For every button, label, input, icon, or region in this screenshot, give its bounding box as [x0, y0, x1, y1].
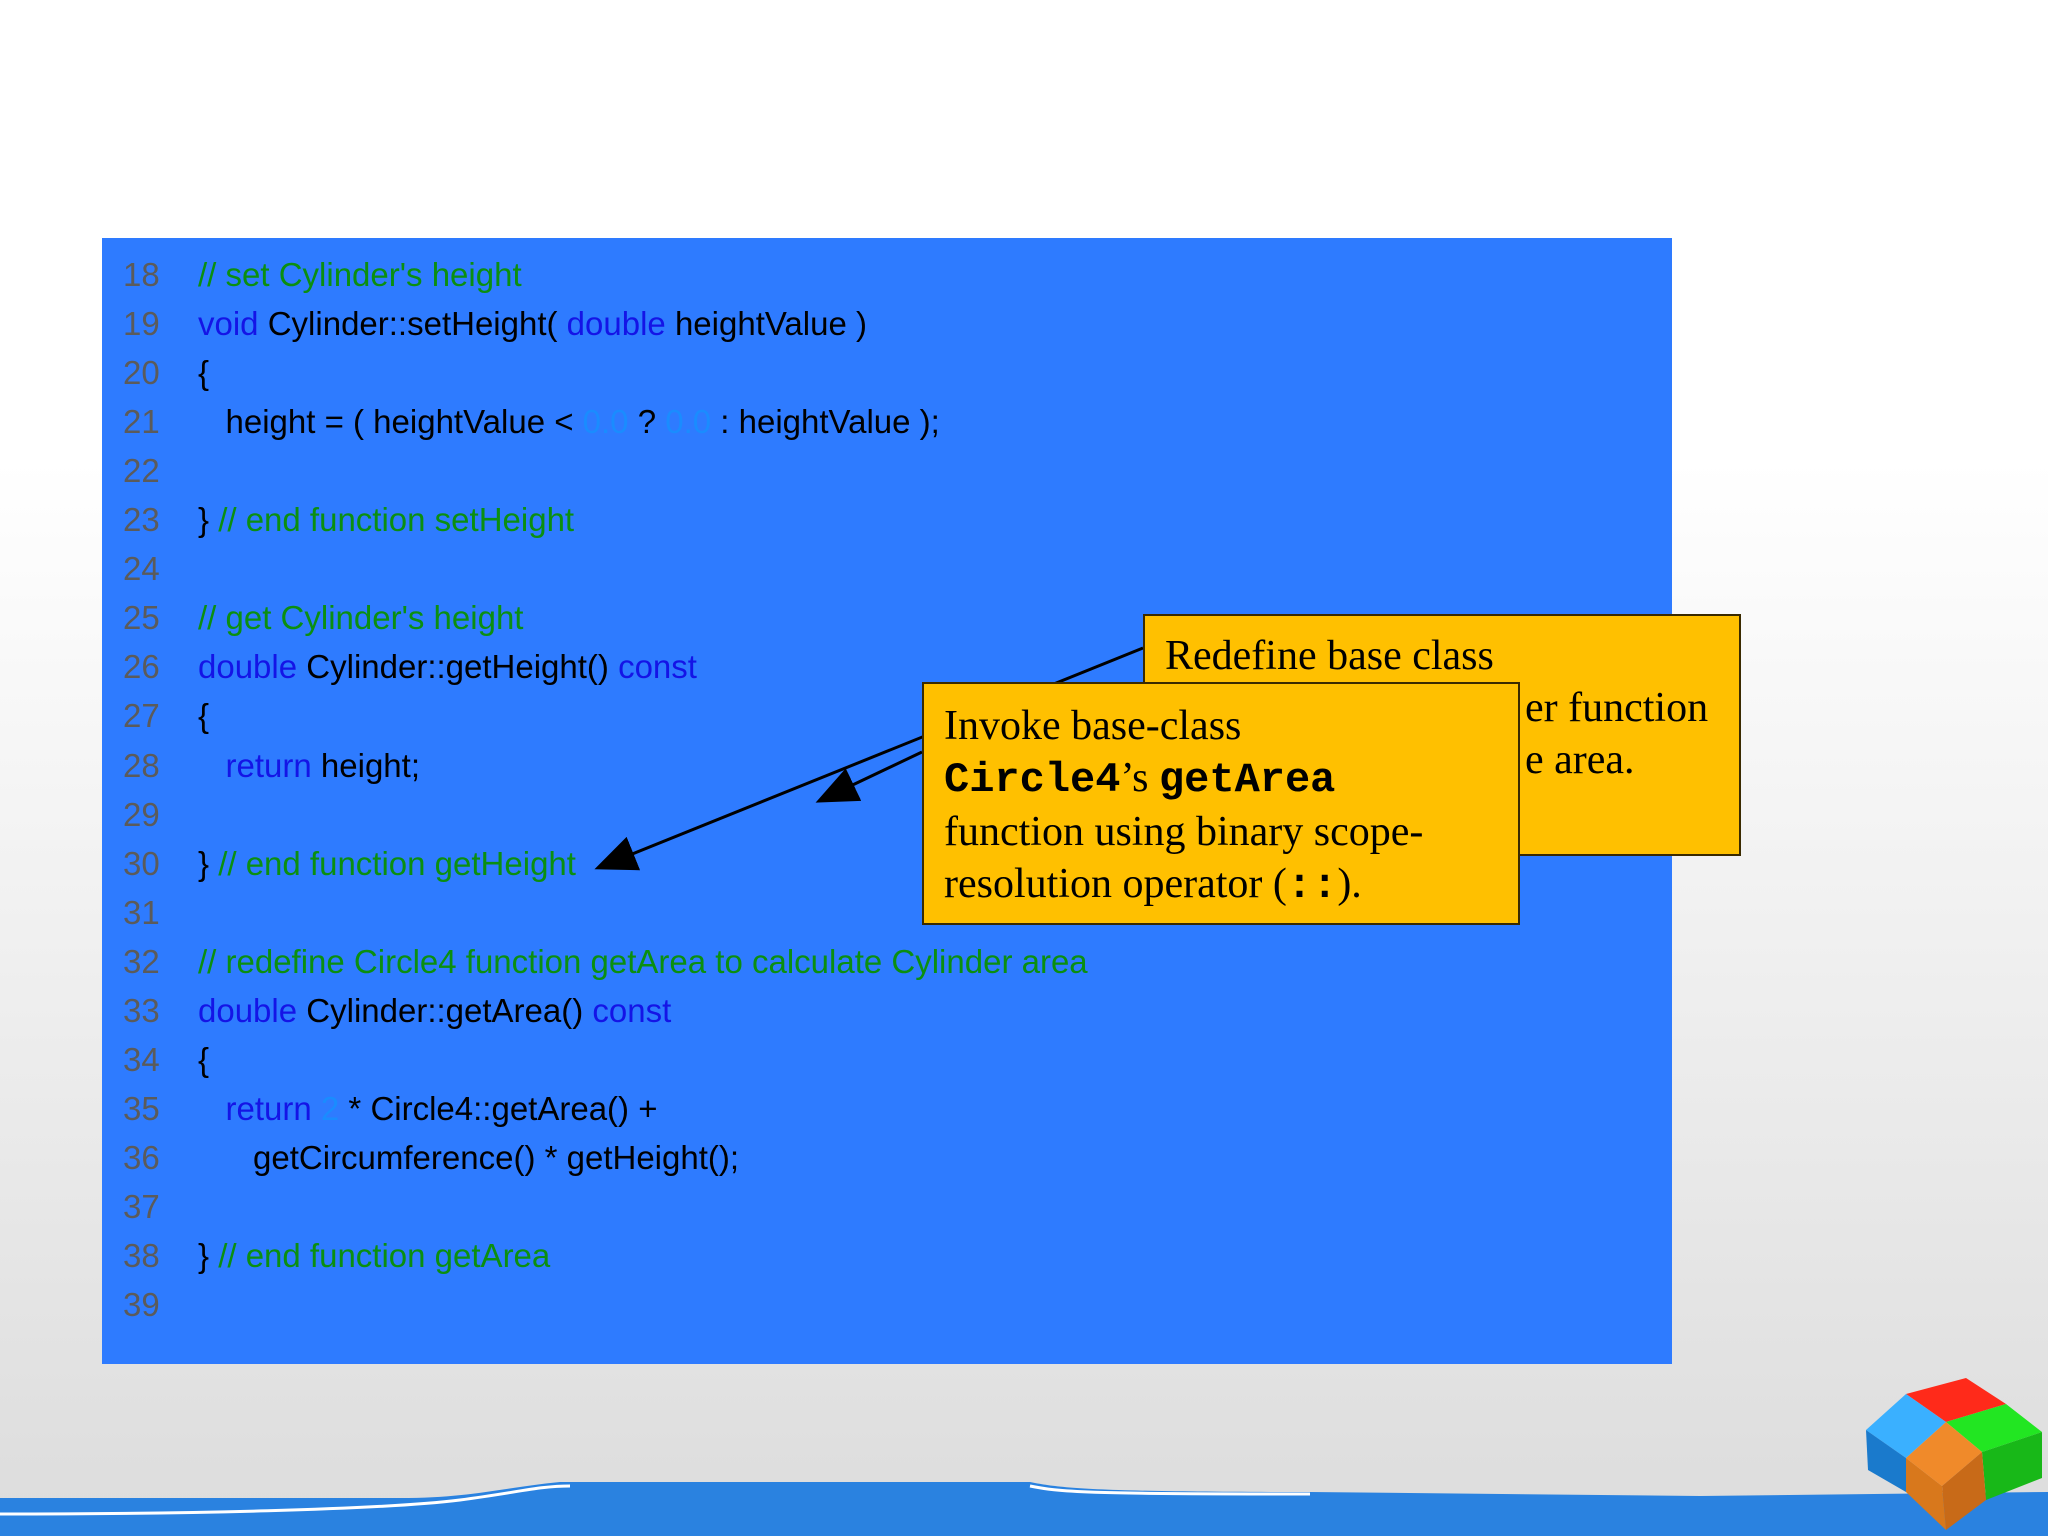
line-number: 31	[123, 893, 160, 931]
code-token: Cylinder::getHeight()	[297, 648, 619, 686]
code-token: 2	[320, 1089, 340, 1127]
line-number: 27	[123, 697, 160, 735]
code-token	[312, 1090, 321, 1127]
line-number: 30	[123, 844, 160, 882]
line-number: 32	[123, 942, 160, 980]
code-token: const	[618, 648, 697, 686]
code-text: height = ( heightValue < 0.0 ? 0.0 : hei…	[198, 397, 940, 446]
code-token: Cylinder::getArea()	[297, 991, 593, 1029]
line-number: 19	[123, 305, 160, 343]
line-number: 39	[123, 1286, 160, 1324]
callout-redefine-line2: er function	[1525, 685, 1709, 731]
line-number: 21	[123, 403, 160, 441]
code-text: // redefine Circle4 function getArea to …	[198, 937, 1088, 986]
code-token	[198, 1090, 226, 1127]
line-number: 28	[123, 746, 160, 784]
code-token: return	[225, 1089, 312, 1127]
line4-prefix: resolution operator (	[944, 861, 1287, 907]
code-token: // get Cylinder's height	[198, 599, 524, 637]
line-number: 26	[123, 648, 160, 686]
footer-wave	[0, 1482, 2048, 1536]
code-token: Cylinder::setHeight(	[258, 305, 567, 343]
code-token: getCircumference() * getHeight();	[198, 1138, 740, 1176]
line-number: 24	[123, 550, 160, 588]
code-token: return	[225, 746, 312, 784]
code-token: ?	[628, 403, 666, 441]
code-token: // end function setHeight	[218, 501, 575, 539]
code-token: double	[198, 991, 298, 1029]
code-token: // redefine Circle4 function getArea to …	[198, 942, 1088, 980]
code-text: return height;	[198, 741, 420, 790]
line-number: 20	[123, 354, 160, 392]
code-text: {	[198, 691, 209, 740]
code-text: // set Cylinder's height	[198, 250, 522, 299]
line-number: 38	[123, 1237, 160, 1274]
line-number: 34	[123, 1040, 160, 1078]
method-name-getarea: getArea	[1158, 756, 1336, 804]
line4-suffix: ).	[1337, 861, 1362, 907]
possessive-text: ’s	[1120, 755, 1159, 801]
callout-invoke: Invoke base-class Circle4’s getArea func…	[922, 682, 1520, 925]
line-number: 33	[123, 991, 160, 1029]
code-text: {	[198, 348, 209, 397]
code-token: // end function getArea	[218, 1237, 551, 1274]
code-text: } // end function setHeight	[198, 495, 574, 544]
scope-operator: ::	[1286, 862, 1338, 910]
code-token: double	[198, 648, 298, 686]
code-token: // end function getHeight	[218, 844, 576, 882]
line-number: 22	[123, 452, 160, 490]
callout-invoke-line1: Invoke base-class	[944, 703, 1242, 749]
class-name-circle4: Circle4	[944, 756, 1121, 804]
code-text: double Cylinder::getHeight() const	[198, 642, 697, 691]
callout-invoke-line4: resolution operator (::).	[944, 858, 1498, 912]
callout-invoke-line3: function using binary scope-	[944, 809, 1424, 855]
code-text: } // end function getArea	[198, 1231, 550, 1280]
line-number: 35	[123, 1089, 160, 1127]
code-token: }	[198, 1237, 219, 1274]
code-token: }	[198, 844, 219, 882]
line-number: 37	[123, 1187, 160, 1225]
code-token: height;	[311, 746, 420, 784]
code-token: 0.0	[665, 403, 712, 441]
line-number: 23	[123, 501, 160, 539]
code-token: height = ( heightValue <	[198, 403, 583, 441]
code-token: heightValue )	[665, 305, 867, 343]
code-text: // get Cylinder's height	[198, 593, 523, 642]
code-token: const	[592, 991, 672, 1029]
code-token: void	[198, 305, 259, 343]
code-text: } // end function getHeight	[198, 839, 576, 888]
line-number: 29	[123, 795, 160, 833]
code-token: 0.0	[582, 403, 629, 441]
code-token: : heightValue );	[711, 403, 940, 441]
code-token: double	[566, 305, 666, 343]
line-number: 36	[123, 1138, 160, 1176]
code-text: double Cylinder::getArea() const	[198, 986, 671, 1035]
code-text: void Cylinder::setHeight( double heightV…	[198, 299, 867, 348]
code-token: }	[198, 501, 219, 539]
code-token: {	[198, 1040, 210, 1078]
code-token	[198, 747, 226, 784]
line-number: 18	[123, 256, 160, 293]
code-text: getCircumference() * getHeight();	[198, 1133, 739, 1182]
code-text: return 2 * Circle4::getArea() +	[198, 1084, 658, 1133]
code-token: {	[198, 354, 210, 392]
code-token: * Circle4::getArea() +	[339, 1089, 658, 1127]
callout-redefine-line3: e area.	[1525, 737, 1635, 783]
callout-invoke-line2: Circle4’s getArea	[944, 752, 1498, 806]
code-token: {	[198, 697, 210, 735]
code-text: {	[198, 1035, 209, 1084]
line-number: 25	[123, 599, 160, 637]
callout-redefine-line1: Redefine base class	[1165, 633, 1494, 679]
code-token: // set Cylinder's height	[198, 256, 522, 293]
colored-cube-logo-icon	[1866, 1378, 2042, 1530]
